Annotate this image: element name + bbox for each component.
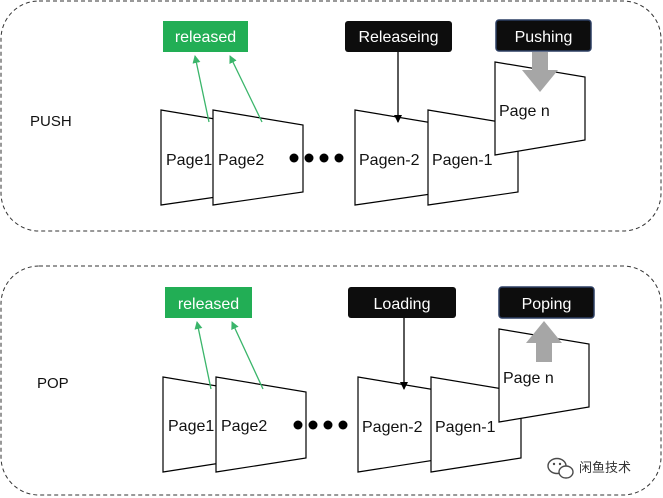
- push-status-tag-label: Releaseing: [358, 29, 438, 46]
- push-released-tag: [163, 21, 248, 52]
- pop-page-2: [215, 376, 307, 473]
- pop-page-n-minus-1-label: Pagen-1: [435, 419, 496, 436]
- pop-released-tag-label: released: [178, 296, 239, 313]
- push-section-label: PUSH: [30, 113, 72, 130]
- pop-status-tag-label: Loading: [374, 296, 431, 313]
- watermark-label: 闲鱼技术: [579, 460, 631, 476]
- pop-up-block-arrow: [526, 321, 562, 362]
- pop-page-1-label: Page1: [168, 418, 214, 435]
- pop-action-tag: [498, 286, 595, 319]
- push-release-arrow-1: [192, 55, 210, 123]
- push-status-tag: [345, 21, 452, 52]
- pop-page-2-label: Page2: [221, 418, 267, 435]
- push-ellipsis-dots: [289, 153, 344, 163]
- watermark: 闲鱼技术: [547, 457, 631, 479]
- push-panel-border: [0, 0, 662, 232]
- pop-released-tag: [165, 287, 252, 318]
- pop-panel: POP released Loading Poping Page1 Page2 …: [0, 265, 662, 496]
- pop-release-arrow-2: [231, 321, 264, 390]
- push-release-arrow-2: [229, 55, 263, 123]
- pop-action-tag-label: Poping: [522, 296, 572, 313]
- pop-page-n-label: Page n: [503, 370, 554, 387]
- pop-release-arrow-1: [194, 321, 212, 390]
- pop-section-label: POP: [37, 375, 69, 392]
- push-page-2-label: Page2: [218, 152, 264, 169]
- push-action-tag: [495, 19, 592, 52]
- push-page-n-minus-1-label: Pagen-1: [432, 152, 493, 169]
- push-page-2: [212, 109, 304, 206]
- push-page-n-label: Page n: [499, 103, 550, 120]
- pop-status-tag: [348, 287, 456, 318]
- push-panel: PUSH released Releaseing Pushing Page1 P…: [0, 0, 662, 232]
- push-action-tag-label: Pushing: [515, 29, 573, 46]
- pop-ellipsis-dots: [293, 420, 348, 430]
- pop-page-n-minus-2-label: Pagen-2: [362, 419, 423, 436]
- push-page-1-label: Page1: [166, 152, 212, 169]
- push-down-block-arrow: [522, 52, 558, 92]
- pop-page-n: [498, 328, 590, 423]
- pop-panel-border: [0, 265, 662, 496]
- wechat-icon: [547, 457, 574, 479]
- push-page-n-minus-2-label: Pagen-2: [359, 152, 420, 169]
- push-released-tag-label: released: [175, 29, 236, 46]
